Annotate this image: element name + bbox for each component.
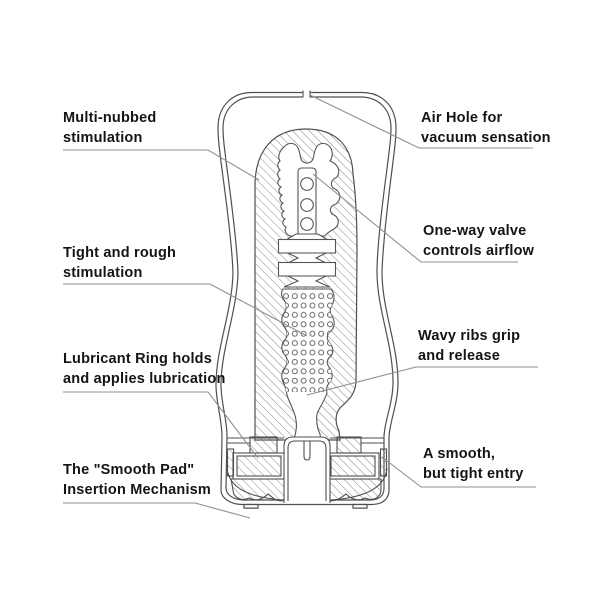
label-multi-nubbed: Multi-nubbed stimulation	[63, 110, 157, 146]
label-tight-rough: Tight and rough stimulation	[63, 245, 177, 281]
nubbed-channel-structure	[281, 288, 335, 442]
label-tight-entry: A smooth, but tight entry	[423, 446, 524, 482]
leader-tight-entry	[381, 456, 536, 488]
label-air-hole: Air Hole for vacuum sensation	[421, 110, 551, 146]
label-wavy-ribs: Wavy ribs grip and release	[418, 328, 521, 364]
leader-smooth-pad	[63, 502, 251, 519]
air-hole	[302, 90, 311, 99]
leader-air-hole	[309, 94, 533, 149]
leader-one-way-valve	[312, 173, 518, 263]
label-smooth-pad: The "Smooth Pad" Insertion Mechanism	[63, 462, 212, 498]
entry-channel	[283, 436, 331, 503]
leader-lines	[63, 94, 538, 519]
wavy-ribs-structure	[277, 233, 337, 288]
label-lubricant-ring: Lubricant Ring holds and applies lubrica…	[63, 351, 226, 387]
base-mechanism	[226, 436, 388, 503]
leader-lubricant-ring	[63, 391, 259, 459]
lubricant-ring-left	[232, 452, 286, 480]
lubricant-ring-right	[326, 452, 380, 480]
leader-tight-rough	[63, 283, 308, 337]
leader-wavy-ribs	[306, 366, 538, 396]
leader-multi-nubbed	[63, 149, 260, 181]
one-way-valve-structure	[277, 142, 341, 237]
label-one-way-valve: One-way valve controls airflow	[423, 223, 535, 259]
